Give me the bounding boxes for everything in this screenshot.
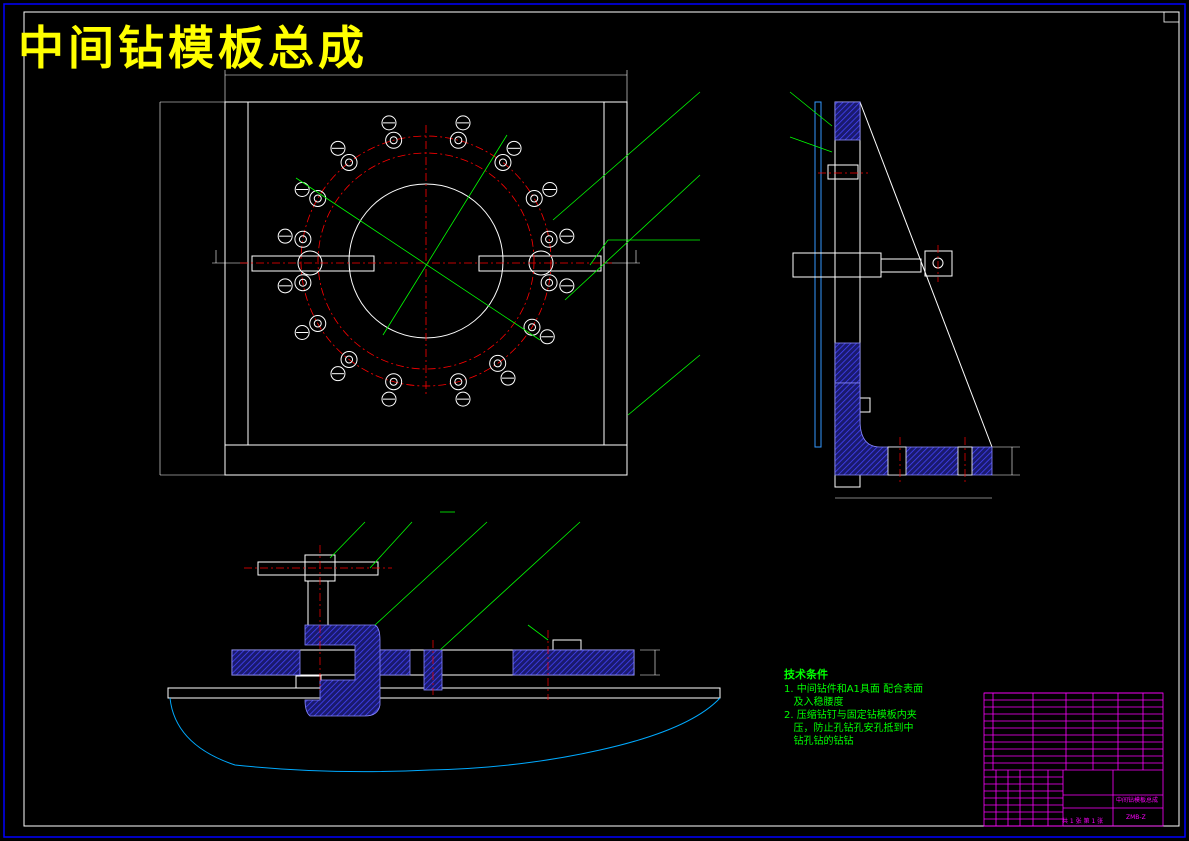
- tech-heading: 技术条件: [784, 668, 828, 681]
- bolt: [540, 274, 575, 294]
- technical-requirements: 技术条件 1. 中间钻件和A1具面 配合表面 及入稳腰度 2. 压缩钻钉与固定钻…: [784, 668, 923, 748]
- bolt: [330, 140, 358, 171]
- bolt: [381, 115, 403, 149]
- front-view-hatch: [231, 624, 635, 717]
- title-block-sheet-info: 共 1 张 第 1 张: [1062, 818, 1104, 825]
- tech-line: 1. 中间钻件和A1具面 配合表面: [784, 684, 924, 695]
- front-view-centerlines: [244, 545, 549, 700]
- top-view: [159, 70, 640, 476]
- side-view-centerlines: [818, 172, 966, 485]
- front-view-leaders: [329, 511, 581, 651]
- bolt: [494, 140, 522, 171]
- bolt: [449, 115, 471, 149]
- bolt: [277, 228, 312, 248]
- left-clamp-bar: [251, 255, 375, 272]
- right-clamp-bar: [478, 255, 602, 272]
- plate-outline: [224, 101, 628, 476]
- bolt: [277, 274, 312, 294]
- side-view-leaders: [789, 91, 833, 153]
- bolt: [381, 373, 403, 407]
- outer-border: [3, 3, 1186, 838]
- bolt: [449, 373, 471, 407]
- bolt-ring: [277, 115, 575, 407]
- bolt: [523, 318, 555, 345]
- tech-line: 钻孔钻的钻钻: [784, 736, 854, 747]
- tech-line: 2. 压缩钻钉与固定钻模板内夹: [784, 710, 917, 721]
- drawing-title: 中间钻模板总成: [18, 21, 368, 75]
- side-view: [792, 101, 1020, 499]
- top-view-leaders: [295, 91, 701, 416]
- corner-box: [1163, 11, 1180, 23]
- tech-line: 压，防止孔钻孔安孔抵到中: [784, 723, 914, 734]
- bolt: [540, 228, 575, 248]
- inner-border: [23, 11, 1180, 827]
- title-block: [983, 692, 1164, 827]
- top-view-centerlines: [240, 125, 612, 395]
- workpiece-surface: [169, 697, 721, 773]
- side-view-hatch: [834, 101, 993, 476]
- bolt: [489, 354, 516, 386]
- bolt: [294, 315, 327, 340]
- title-block-drawing-number: ZMB-Z: [1126, 814, 1146, 821]
- bolt: [330, 351, 358, 382]
- title-block-drawing-title: 中间钻模板总成: [1116, 797, 1159, 804]
- bolt: [525, 182, 558, 207]
- tech-line: 及入稳腰度: [784, 697, 844, 708]
